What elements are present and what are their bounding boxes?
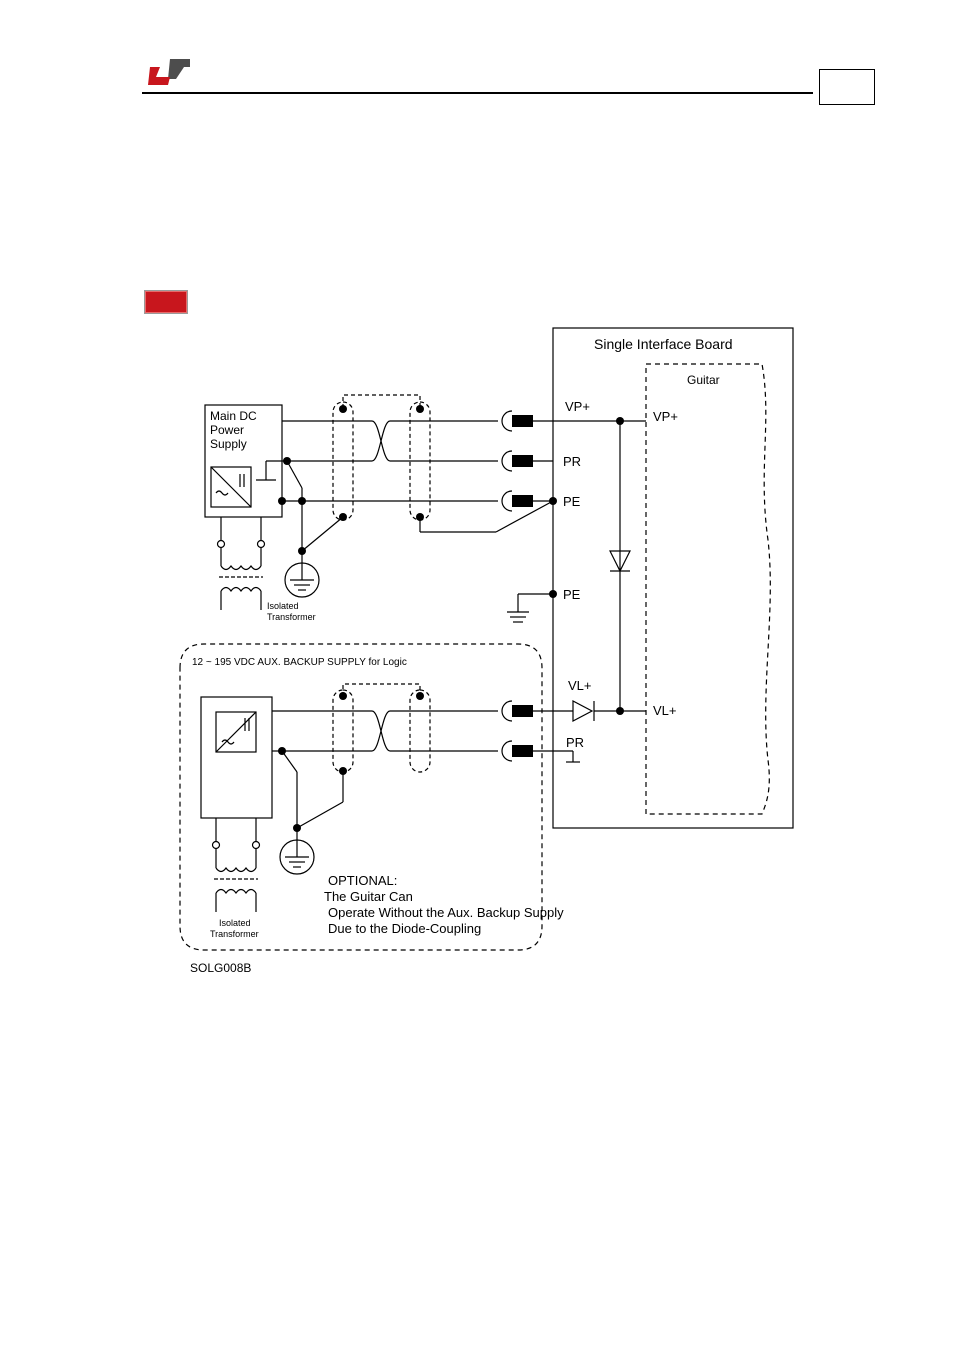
transformer-label: Transformer xyxy=(267,612,316,622)
optional-note: OPTIONAL: xyxy=(328,873,397,888)
main-supply-label: Main DC xyxy=(210,409,257,423)
optional-note: The Guitar Can xyxy=(324,889,413,904)
diode-icon xyxy=(573,701,592,721)
terminal-label-pe: PE xyxy=(563,587,581,602)
terminal-label-vl: VL+ xyxy=(568,678,592,693)
drive-outline xyxy=(646,364,770,814)
terminal-label-pe: PE xyxy=(563,494,581,509)
board-title: Single Interface Board xyxy=(594,336,733,352)
transformer-icon xyxy=(216,868,256,872)
figure-id: SOLG008B xyxy=(190,961,251,975)
terminal-label-pr: PR xyxy=(566,735,584,750)
drive-terminal-vp: VP+ xyxy=(653,409,678,424)
main-supply-label: Supply xyxy=(210,437,247,451)
optional-note: Operate Without the Aux. Backup Supply xyxy=(328,905,564,920)
connector-pins xyxy=(512,415,533,757)
transformer-label: Transformer xyxy=(210,929,259,939)
transformer-label: Isolated xyxy=(219,918,251,928)
main-supply-label: Power xyxy=(210,423,244,437)
transformer-icon xyxy=(221,566,261,570)
drive-label: Guitar xyxy=(687,373,720,387)
aux-supply-box xyxy=(201,697,272,818)
terminal-label-vp: VP+ xyxy=(565,399,590,414)
optional-note: Due to the Diode-Coupling xyxy=(328,921,481,936)
transformer-label: Isolated xyxy=(267,601,299,611)
drive-terminal-vl: VL+ xyxy=(653,703,677,718)
terminal-label-pr: PR xyxy=(563,454,581,469)
aux-supply-title: 12 ~ 195 VDC AUX. BACKUP SUPPLY for Logi… xyxy=(192,657,407,668)
